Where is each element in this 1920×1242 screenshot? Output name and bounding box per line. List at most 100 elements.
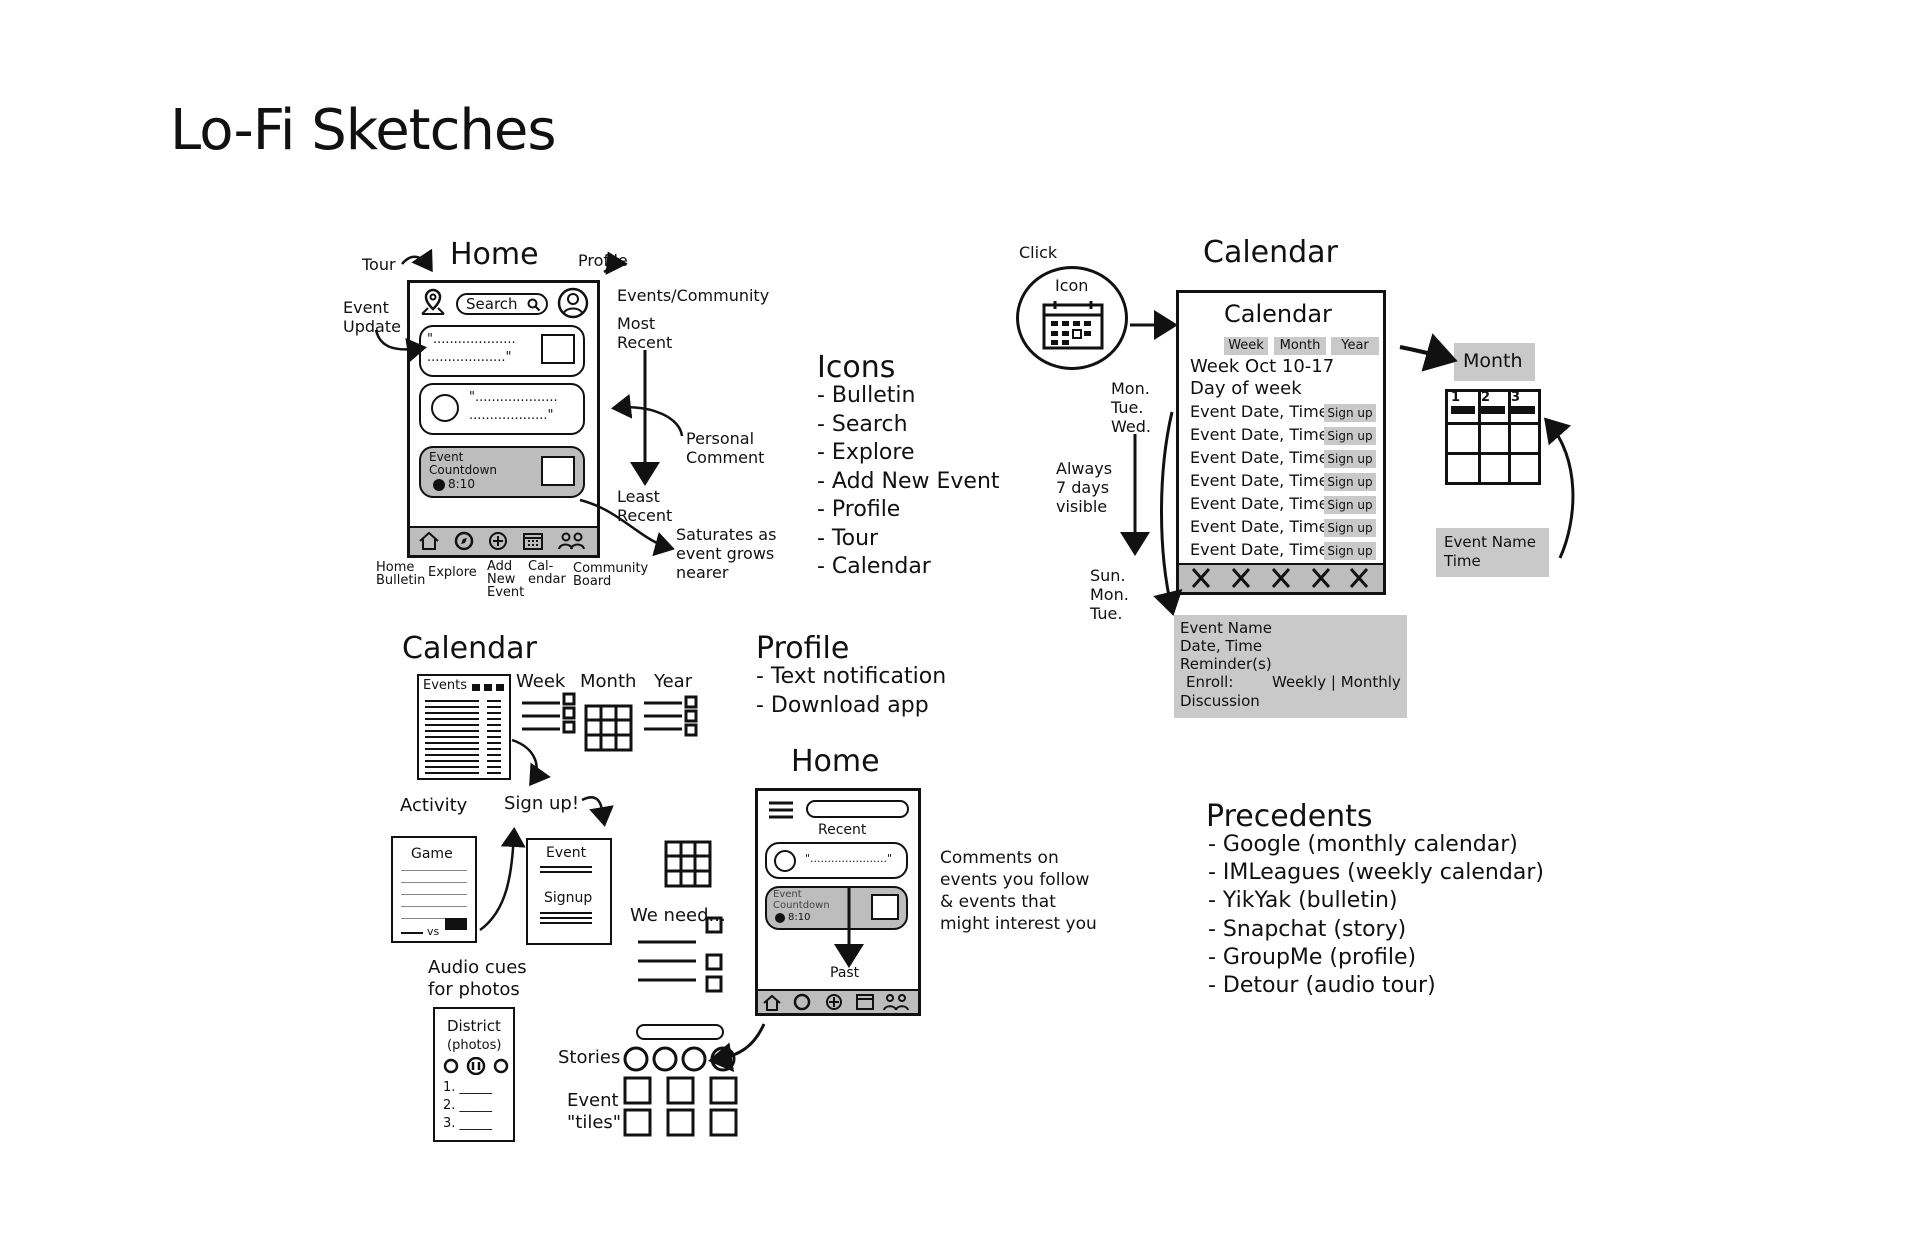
nav-label-home-1: Home: [376, 560, 415, 575]
search-label: Search: [466, 295, 518, 313]
calendar-tab-year[interactable]: Year: [1331, 337, 1379, 355]
tour-icon: [418, 287, 448, 321]
event-tiles-label-2: "tiles": [567, 1112, 622, 1133]
countdown-time: 8:10: [448, 477, 475, 491]
detail-enroll: Enroll:: [1186, 673, 1234, 691]
activity-label: Activity: [400, 795, 468, 816]
stories-search-bar: [636, 1024, 724, 1040]
sign-up-button[interactable]: Sign up: [1324, 496, 1376, 514]
profile-icon[interactable]: [557, 287, 589, 323]
events-lines: [425, 700, 479, 774]
icons-list-item: - Bulletin: [817, 383, 916, 408]
tour-label: Tour: [362, 255, 396, 274]
calendar-tab-month[interactable]: Month: [1274, 337, 1326, 355]
least-recent-label-2: Recent: [617, 506, 673, 525]
event-row-label: Event Date, Time: [1190, 517, 1329, 536]
event-detail-box: Event Name Date, Time Reminder(s) Enroll…: [1174, 615, 1407, 718]
district-list-item: 2. _____: [443, 1098, 493, 1113]
sign-up-button[interactable]: Sign up: [1324, 542, 1376, 560]
nav-label-community-1: Community: [573, 561, 649, 576]
home-phone-frame: [407, 280, 600, 558]
home-heading: Home: [450, 237, 539, 272]
event-row-label: Event Date, Time: [1190, 402, 1329, 421]
home-icon[interactable]: [418, 531, 440, 555]
calendar-small-heading: Calendar: [402, 631, 537, 666]
countdown-label-2: Countdown: [429, 463, 498, 477]
month-label: Month: [1463, 350, 1523, 372]
month-day-event-bar: [1511, 406, 1535, 414]
icon-label: Icon: [1055, 276, 1089, 295]
home-small-card[interactable]: "......................": [765, 842, 908, 879]
bulletin-card-2[interactable]: ".................... ..................…: [419, 383, 585, 435]
saturates-label-2: event grows: [676, 544, 775, 563]
sign-up-button[interactable]: Sign up: [1324, 404, 1376, 422]
event-row-label: Event Date, Time: [1190, 471, 1329, 490]
home-small-phone-frame: [755, 788, 921, 1016]
month-day-event-bar: [1451, 406, 1475, 414]
comments-line: Comments on: [940, 848, 1059, 868]
precedents-list-item: - IMLeagues (weekly calendar): [1208, 860, 1544, 886]
event-name-label: Event Name: [1444, 533, 1536, 551]
detail-name: Event Name: [1180, 619, 1272, 637]
audio-label-1: Audio cues: [428, 957, 527, 978]
sun-tue-label: Tue.: [1090, 604, 1123, 623]
home-small-countdown-card[interactable]: Event Countdown 8:10: [765, 886, 908, 930]
nav-label-add-1: Add: [487, 559, 513, 574]
signup-card-lines: [540, 912, 592, 926]
event-signup-card: Event Signup: [526, 838, 612, 945]
vs-line: [401, 932, 423, 934]
profile-label: Profile: [578, 251, 628, 270]
vs-label: vs: [427, 925, 440, 938]
month-day-event-bar: [1481, 406, 1505, 414]
event-card-label: Event: [546, 845, 587, 861]
detail-reminders: Reminder(s): [1180, 655, 1272, 673]
nav-label-add-2: New: [487, 572, 516, 587]
event-update-label-2: Update: [343, 317, 401, 336]
sign-up-button[interactable]: Sign up: [1324, 450, 1376, 468]
calendar-click-circle: Icon: [1016, 266, 1128, 370]
sign-up-button[interactable]: Sign up: [1324, 473, 1376, 491]
personal-comment-label-1: Personal: [686, 429, 755, 448]
event-countdown-card[interactable]: Event Countdown 8:10: [419, 446, 585, 498]
day-of-week-label: Day of week: [1190, 378, 1302, 399]
always-label-2: 7 days: [1056, 478, 1110, 497]
bulletin-card-1[interactable]: ".................... ..................…: [419, 325, 585, 377]
card-2-text-b: ...................": [469, 408, 554, 423]
sign-up-button[interactable]: Sign up: [1324, 519, 1376, 537]
precedents-list-item: - GroupMe (profile): [1208, 944, 1417, 970]
event-name-time-box: Event Name Time: [1436, 528, 1549, 577]
tue-label: Tue.: [1111, 398, 1144, 417]
home-small-search-bar[interactable]: [806, 800, 909, 818]
past-label: Past: [830, 965, 860, 981]
events-list-sketch: Events: [417, 674, 511, 780]
icons-heading: Icons: [817, 350, 896, 385]
sign-up-label: Sign up!: [504, 793, 580, 814]
card-2-text-a: "....................: [469, 390, 558, 405]
add-event-icon[interactable]: [488, 531, 508, 555]
profile-list-item: - Text notification: [756, 664, 947, 689]
menu-icon[interactable]: [767, 800, 795, 824]
community-icon[interactable]: [558, 531, 588, 555]
precedents-list-item: - Detour (audio tour): [1208, 973, 1436, 998]
game-lines: [401, 870, 467, 920]
calendar-icon[interactable]: [522, 531, 544, 555]
sign-up-button[interactable]: Sign up: [1324, 427, 1376, 445]
year-small-label: Year: [654, 671, 693, 692]
week-small-label: Week: [516, 671, 566, 692]
calendar-tab-week[interactable]: Week: [1224, 337, 1268, 355]
always-label-3: visible: [1056, 497, 1108, 516]
home-small-card-avatar: [774, 850, 796, 872]
event-card-lines: [540, 866, 592, 876]
event-row-label: Event Date, Time: [1190, 448, 1329, 467]
week-label: Week Oct 10-17: [1190, 356, 1335, 377]
home-small-nav-icons: [763, 993, 909, 1011]
sun-mon-label: Mon.: [1090, 585, 1129, 604]
explore-icon[interactable]: [454, 531, 474, 555]
bottom-bar-x-marks: [1191, 568, 1369, 588]
search-input[interactable]: Search: [456, 293, 548, 315]
month-day-number: 1: [1451, 390, 1461, 405]
card-1-text-b: ...................": [427, 350, 512, 365]
month-small-label: Month: [580, 671, 637, 692]
least-recent-label-1: Least: [617, 487, 660, 506]
